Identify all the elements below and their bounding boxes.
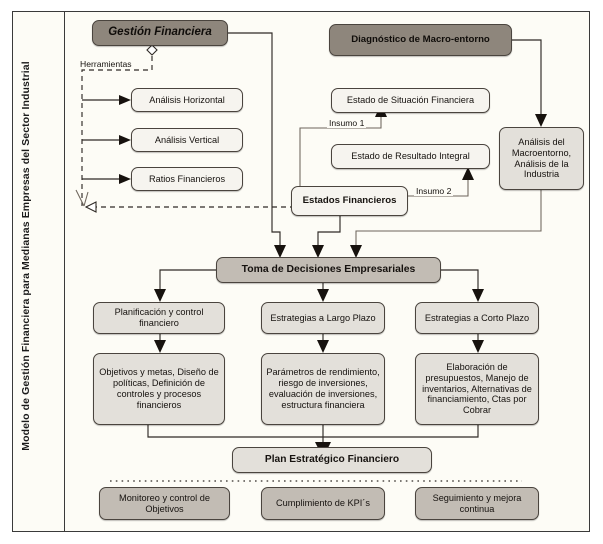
node-gestion-financiera[interactable]: Gestión Financiera bbox=[92, 20, 228, 46]
node-estrategias-a-corto-plazo[interactable]: Estrategias a Corto Plazo bbox=[415, 302, 539, 334]
node-estado-situacion-financiera[interactable]: Estado de Situación Financiera bbox=[331, 88, 490, 113]
node-plan-estrategico-financiero[interactable]: Plan Estratégico Financiero bbox=[232, 447, 432, 473]
title-strip-divider bbox=[64, 11, 65, 532]
node-estados-financieros[interactable]: Estados Financieros bbox=[291, 186, 408, 216]
node-analisis-vertical[interactable]: Análisis Vertical bbox=[131, 128, 243, 152]
edge-label-insumo-2: Insumo 2 bbox=[414, 186, 454, 196]
node-estrategias-a-largo-plazo[interactable]: Estrategias a Largo Plazo bbox=[261, 302, 385, 334]
node-planificacion-y-control-financiero[interactable]: Planificación y control financiero bbox=[93, 302, 225, 334]
node-seguimiento-y-mejora-continua[interactable]: Seguimiento y mejora continua bbox=[415, 487, 539, 520]
node-parametros-de-rendimiento[interactable]: Parámetros de rendimiento, riesgo de inv… bbox=[261, 353, 385, 425]
edge-label-herramientas: Herramientas bbox=[78, 59, 134, 69]
node-cumplimiento-de-kpis[interactable]: Cumplimiento de KPI´s bbox=[261, 487, 385, 520]
node-monitoreo-y-control-de-objetivos[interactable]: Monitoreo y control de Objetivos bbox=[99, 487, 230, 520]
node-estado-resultado-integral[interactable]: Estado de Resultado Integral bbox=[331, 144, 490, 169]
node-analisis-macroentorno[interactable]: Análisis del Macroentorno, Análisis de l… bbox=[499, 127, 584, 190]
node-analisis-horizontal[interactable]: Análisis Horizontal bbox=[131, 88, 243, 112]
edge-label-insumo-1: Insumo 1 bbox=[327, 118, 367, 128]
node-elaboracion-de-presupuestos[interactable]: Elaboración de presupuestos, Manejo de i… bbox=[415, 353, 539, 425]
node-diagnostico-macro-entorno[interactable]: Diagnóstico de Macro-entorno bbox=[329, 24, 512, 56]
node-toma-de-decisiones-empresariales[interactable]: Toma de Decisiones Empresariales bbox=[216, 257, 441, 283]
node-ratios-financieros[interactable]: Ratios Financieros bbox=[131, 167, 243, 191]
diagram-vertical-title: Modelo de Gestión Financiera para Median… bbox=[20, 61, 32, 451]
node-objetivos-y-metas[interactable]: Objetivos y metas, Diseño de políticas, … bbox=[93, 353, 225, 425]
